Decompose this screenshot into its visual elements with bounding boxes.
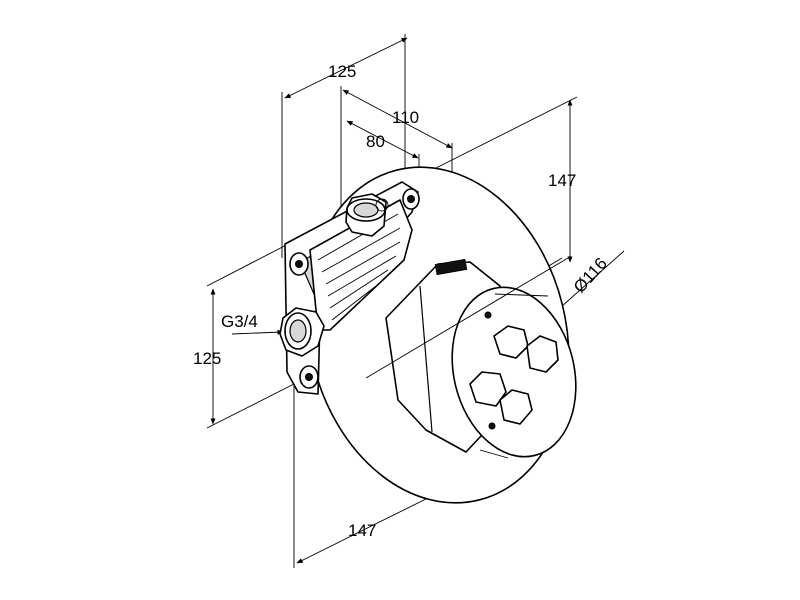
hex-knob-bottom-left	[469, 371, 507, 407]
dim-label-height-axis: 147	[548, 171, 576, 190]
side-connection-nut	[279, 307, 325, 357]
dimension-height-front: 125	[193, 239, 297, 429]
dim-label-height-front: 125	[193, 349, 221, 368]
dim-label-diameter: Ø116	[570, 254, 611, 297]
hex-knob-bottom-right	[499, 389, 533, 425]
thread-label: G3/4	[221, 312, 258, 331]
thread-callout: G3/4	[221, 312, 284, 335]
front-face	[451, 286, 577, 459]
hex-knob-top-right	[526, 335, 559, 373]
dim-label-width-bottom: 147	[348, 521, 376, 540]
top-connection-nut	[345, 193, 389, 237]
dim-label-depth-total: 110	[392, 108, 419, 127]
dim-label-width-back: 125	[328, 62, 356, 81]
center-axis	[365, 257, 569, 379]
dim-label-depth-body: 80	[366, 132, 385, 151]
